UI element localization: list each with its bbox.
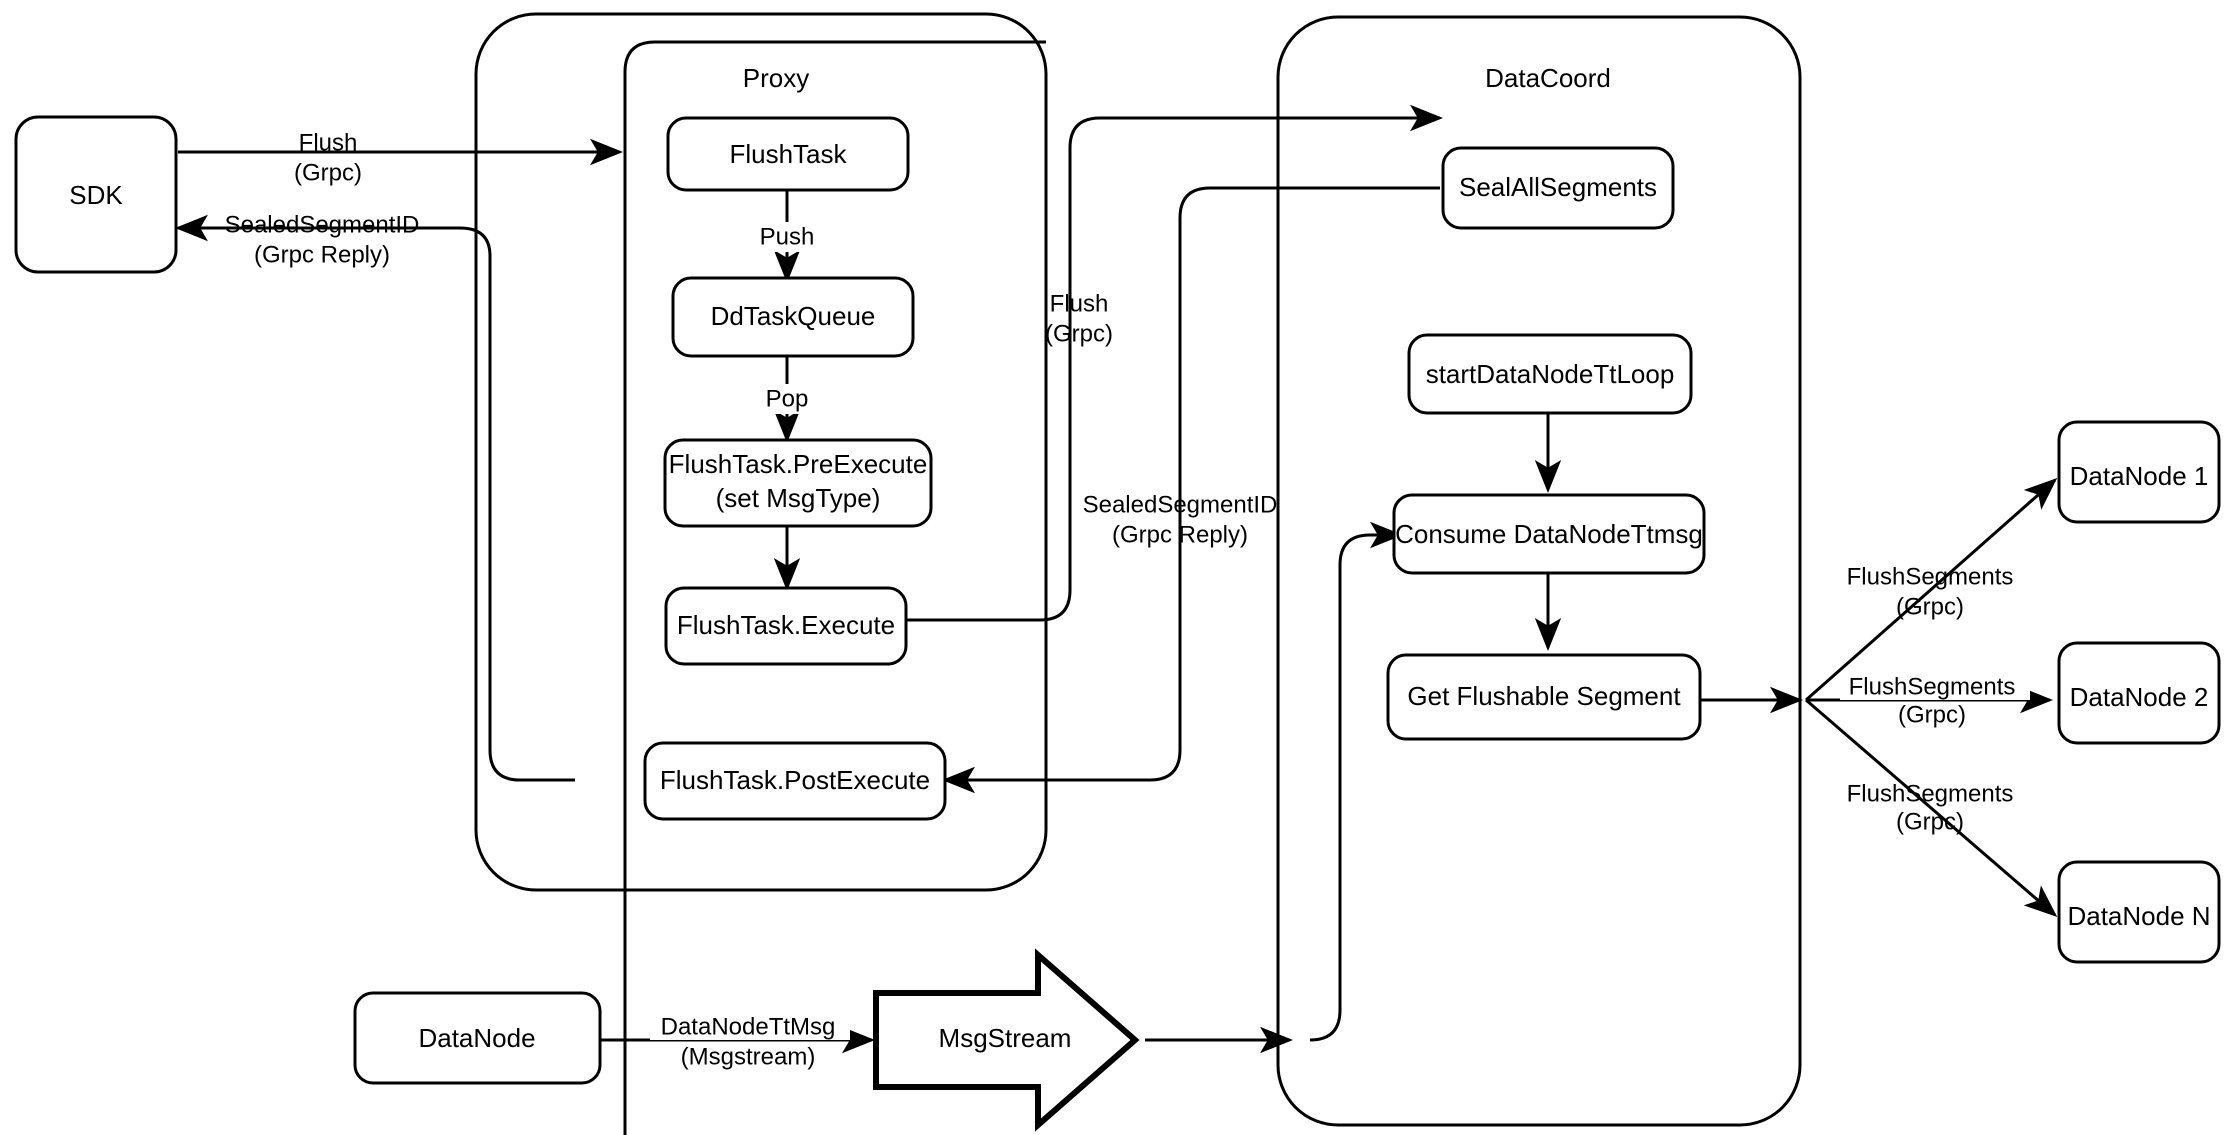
node-startdatanodettloop[interactable]: startDataNodeTtLoop	[1407, 333, 1693, 415]
edge-label-proxy-to-sdk-line2: (Grpc Reply)	[254, 241, 390, 268]
getflushablesegment-box[interactable]	[1386, 653, 1702, 741]
edge-label-proxy-to-datacoord: Flush (Grpc)	[1045, 290, 1113, 347]
edge-label-sdk-to-proxy: Flush (Grpc)	[294, 129, 362, 186]
preexecute-box[interactable]	[663, 438, 933, 528]
execute-box[interactable]	[664, 586, 908, 666]
edge-hub-to-datanodeN	[1805, 698, 2058, 917]
sealallsegments-box[interactable]	[1441, 146, 1675, 230]
proxy-container-label: Proxy	[743, 63, 809, 93]
execute-label: FlushTask.Execute	[677, 610, 895, 640]
edge-label-datanode-ttmsg: DataNodeTtMsg (Msgstream)	[650, 1012, 850, 1070]
node-sealallsegments[interactable]: SealAllSegments	[1441, 146, 1675, 230]
datacoord-container-label: DataCoord	[1485, 63, 1611, 93]
node-ddtaskqueue[interactable]: DdTaskQueue	[671, 276, 915, 358]
datanode-bottom-label: DataNode	[418, 1023, 535, 1053]
datacoord-container-shape	[1276, 15, 1802, 1127]
edge-label-flushsegments-n-line2: (Grpc)	[1896, 808, 1964, 835]
sdk-label: SDK	[69, 180, 123, 210]
container-datacoord: DataCoord	[1276, 15, 1802, 1127]
proxy-container-shape	[474, 12, 1048, 892]
edge-sealallsegments-to-postexecute	[942, 186, 1440, 794]
edge-label-sdk-to-proxy-line2: (Grpc)	[294, 159, 362, 186]
node-getflushablesegment[interactable]: Get Flushable Segment	[1386, 653, 1702, 741]
postexecute-box[interactable]	[643, 741, 947, 821]
preexecute-label-line1: FlushTask.PreExecute	[669, 449, 928, 479]
edge-label-flushsegments-n-line1: FlushSegments	[1847, 780, 2014, 807]
sealallsegments-label: SealAllSegments	[1459, 172, 1657, 202]
node-datanode2[interactable]: DataNode 2	[2057, 641, 2221, 745]
edge-label-datacoord-to-proxy-line1: SealedSegmentID	[1083, 491, 1278, 518]
msgstream-arrow-shape[interactable]	[873, 948, 1140, 1132]
datanode-bottom-box[interactable]	[353, 991, 602, 1085]
node-preexecute[interactable]: FlushTask.PreExecute (set MsgType)	[663, 438, 933, 528]
getflushablesegment-label: Get Flushable Segment	[1407, 681, 1681, 711]
edge-label-flushsegments-n: FlushSegments (Grpc)	[1847, 780, 2014, 835]
node-consumedatanodettmsg[interactable]: Consume DataNodeTtmsg	[1392, 493, 1706, 575]
node-datanode-bottom[interactable]: DataNode	[353, 991, 602, 1085]
edge-label-datanode-ttmsg-line2: (Msgstream)	[681, 1043, 816, 1070]
datanode1-label: DataNode 1	[2070, 461, 2209, 491]
startdatanodettloop-box[interactable]	[1407, 333, 1693, 415]
edge-label-datacoord-to-proxy-line2: (Grpc Reply)	[1112, 521, 1248, 548]
datanode2-box[interactable]	[2057, 641, 2221, 745]
edge-label-datanode-ttmsg-line1: DataNodeTtMsg	[661, 1013, 836, 1040]
node-datanode1[interactable]: DataNode 1	[2057, 420, 2221, 524]
ddtaskqueue-label: DdTaskQueue	[711, 301, 876, 331]
edge-label-proxy-to-datacoord-line1: Flush	[1050, 290, 1109, 317]
edge-postexecute-to-sdk	[175, 214, 575, 782]
edge-label-push: Push	[752, 222, 822, 252]
node-flushtask[interactable]: FlushTask	[666, 116, 910, 192]
edge-proxy-trunk-top	[623, 40, 1046, 152]
datanode1-box[interactable]	[2057, 420, 2221, 524]
edge-label-flushsegments-2: FlushSegments (Grpc)	[1840, 672, 2030, 728]
edge-datacoord-feed-to-consume	[1309, 521, 1403, 1042]
flushtask-label: FlushTask	[729, 139, 847, 169]
datanodeN-box[interactable]	[2057, 860, 2221, 964]
postexecute-label: FlushTask.PostExecute	[660, 765, 930, 795]
edge-label-datacoord-to-proxy: SealedSegmentID (Grpc Reply)	[1083, 491, 1278, 548]
edge-execute-to-sealallsegments	[905, 104, 1443, 622]
edge-label-flushsegments-1: FlushSegments (Grpc)	[1847, 563, 2014, 620]
datanode2-label: DataNode 2	[2070, 682, 2209, 712]
node-postexecute[interactable]: FlushTask.PostExecute	[643, 741, 947, 821]
consumedatanodettmsg-label: Consume DataNodeTtmsg	[1395, 519, 1703, 549]
edge-label-pop-text: Pop	[766, 385, 809, 412]
edge-label-flushsegments-1-line1: FlushSegments	[1847, 563, 2014, 590]
startdatanodettloop-label: startDataNodeTtLoop	[1426, 359, 1675, 389]
datanode-ttmsg-backdrop	[650, 1012, 850, 1040]
edge-label-proxy-to-sdk-line1: SealedSegmentID	[225, 211, 420, 238]
ddtaskqueue-box[interactable]	[671, 276, 915, 358]
push-label-backdrop	[752, 222, 822, 252]
node-datanodeN[interactable]: DataNode N	[2057, 860, 2221, 964]
pop-label-backdrop	[757, 384, 817, 414]
node-msgstream[interactable]: MsgStream	[873, 948, 1140, 1132]
datanodeN-label: DataNode N	[2067, 901, 2210, 931]
edge-label-pop: Pop	[757, 384, 817, 414]
edge-label-sdk-to-proxy-line1: Flush	[299, 129, 358, 156]
edge-label-flushsegments-1-line2: (Grpc)	[1896, 593, 1964, 620]
sdk-box[interactable]	[14, 115, 178, 274]
node-sdk[interactable]: SDK	[14, 115, 178, 274]
consumedatanodettmsg-box[interactable]	[1392, 493, 1706, 575]
preexecute-label-line2: (set MsgType)	[716, 483, 881, 513]
edge-label-proxy-to-datacoord-line2: (Grpc)	[1045, 320, 1113, 347]
edge-label-flushsegments-2-line1: FlushSegments	[1849, 673, 2016, 700]
edge-label-flushsegments-2-line2: (Grpc)	[1898, 701, 1966, 728]
edge-label-proxy-to-sdk: SealedSegmentID (Grpc Reply)	[225, 211, 420, 268]
edge-hub-to-datanode1	[1805, 478, 2058, 702]
msgstream-label: MsgStream	[939, 1023, 1072, 1053]
flushtask-box[interactable]	[666, 116, 910, 192]
node-execute[interactable]: FlushTask.Execute	[664, 586, 908, 666]
container-proxy: Proxy	[474, 12, 1048, 892]
edge-label-push-text: Push	[760, 223, 815, 250]
flushsegments-2-backdrop	[1840, 672, 2030, 700]
